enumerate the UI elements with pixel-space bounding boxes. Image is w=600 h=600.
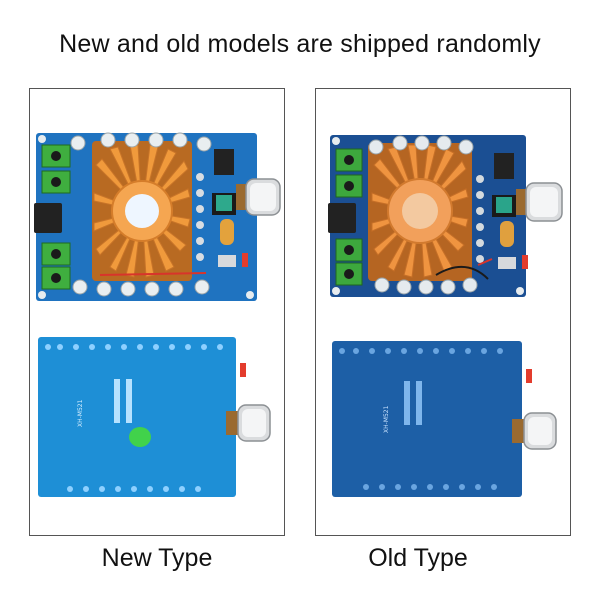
new-type-panel: XH-M521 [29,88,285,536]
new-type-back-board: XH-M521 [38,337,271,497]
new-type-caption: New Type [101,544,213,572]
old-type-caption: Old Type [368,544,468,572]
headline: New and old models are shipped randomly [59,30,541,58]
old-type-panel: XH-M521 [315,88,571,536]
old-type-board-photo: XH-M521 [328,135,563,497]
new-type-board-photo: XH-M521 [34,132,281,497]
volume-knob [236,178,281,216]
heatsink [368,143,472,281]
old-type-back-board: XH-M521 [332,341,557,497]
back-silk-label: XH-M521 [383,405,390,433]
heatsink [92,141,192,281]
old-type-front-board [328,135,563,297]
new-type-front-board [34,132,281,301]
volume-knob [516,182,563,222]
back-silk-label: XH-M521 [77,399,84,427]
